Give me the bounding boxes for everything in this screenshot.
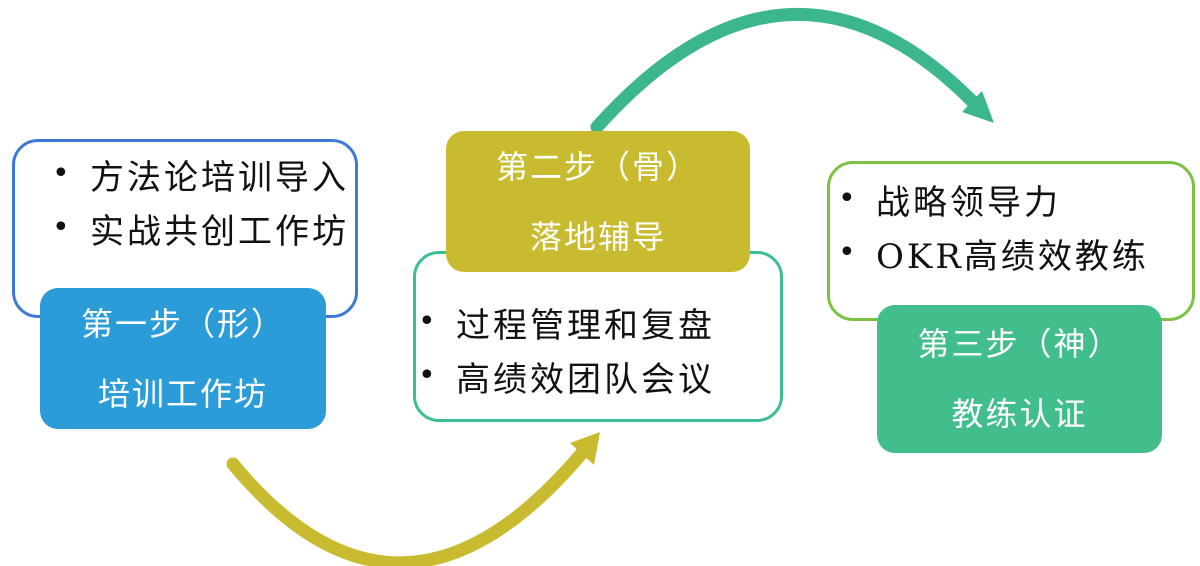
bullet-item: • 高绩效团队会议 (418, 349, 715, 403)
step2-bullet-list: • 过程管理和复盘 • 高绩效团队会议 (418, 295, 715, 403)
bullet-text: 过程管理和复盘 (456, 305, 715, 346)
bullet-text: 实战共创工作坊 (90, 211, 349, 252)
bullet-text: 高绩效团队会议 (456, 359, 715, 400)
bullet-item: • 方法论培训导入 (52, 147, 349, 201)
yellow-curved-arrow (226, 432, 600, 566)
step1-subtitle: 培训工作坊 (97, 374, 268, 413)
green-curved-arrow (590, 7, 994, 134)
step2-subtitle: 落地辅导 (529, 217, 666, 256)
bullet-item: • 战略领导力 (838, 172, 1149, 226)
bullet-dot-icon: • (418, 358, 436, 393)
bullet-item: • OKR高绩效教练 (838, 226, 1149, 280)
step3-title: 第三步（神） (917, 325, 1122, 363)
step2-label-box: 第二步（骨） 落地辅导 (446, 131, 750, 272)
bullet-dot-icon: • (52, 156, 70, 191)
yellow-arrowhead-icon (570, 432, 600, 465)
bullet-item: • 实战共创工作坊 (52, 201, 349, 255)
bullet-dot-icon: • (838, 235, 856, 270)
step3-bullet-list: • 战略领导力 • OKR高绩效教练 (838, 172, 1149, 280)
bullet-text: OKR高绩效教练 (876, 236, 1149, 277)
step2-detail-box (413, 251, 783, 422)
green-arrowhead-icon (962, 91, 994, 123)
step1-title: 第一步（形） (80, 304, 285, 343)
bullet-dot-icon: • (418, 304, 436, 339)
bullet-item: • 过程管理和复盘 (418, 295, 715, 349)
step1-bullet-list: • 方法论培训导入 • 实战共创工作坊 (52, 147, 349, 255)
step3-label-box: 第三步（神） 教练认证 (877, 305, 1162, 453)
bullet-text: 战略领导力 (876, 182, 1061, 223)
bullet-dot-icon: • (838, 181, 856, 216)
bullet-dot-icon: • (52, 210, 70, 245)
bullet-text: 方法论培训导入 (90, 157, 349, 198)
step1-label-box: 第一步（形） 培训工作坊 (40, 288, 326, 429)
step3-subtitle: 教练认证 (951, 395, 1088, 433)
step2-title: 第二步（骨） (495, 147, 700, 186)
